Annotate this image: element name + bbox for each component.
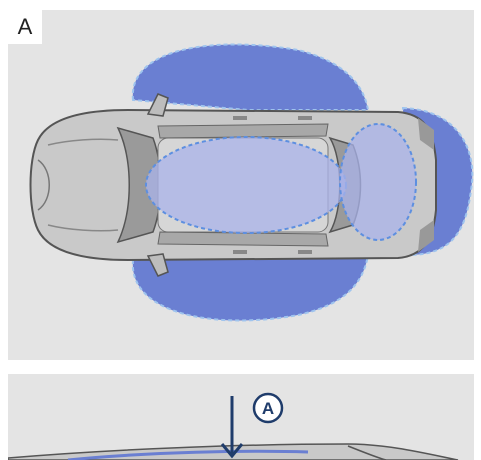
side-view-callout: A [262,399,274,418]
detection-zone-front-left [131,43,370,111]
down-arrow-icon [220,396,244,459]
top-view-label: A [8,10,42,44]
detection-zone-trunk [339,123,417,241]
side-view-panel: A [8,374,474,460]
detection-zone-front-right [131,254,370,322]
top-view-panel: A [8,10,474,360]
mirror-left [146,93,169,117]
top-view-diagram [29,43,474,322]
callout-circle [252,392,284,424]
mirror-right [146,253,169,277]
side-view-diagram: A [8,392,459,460]
detection-zone-cabin [145,136,347,234]
